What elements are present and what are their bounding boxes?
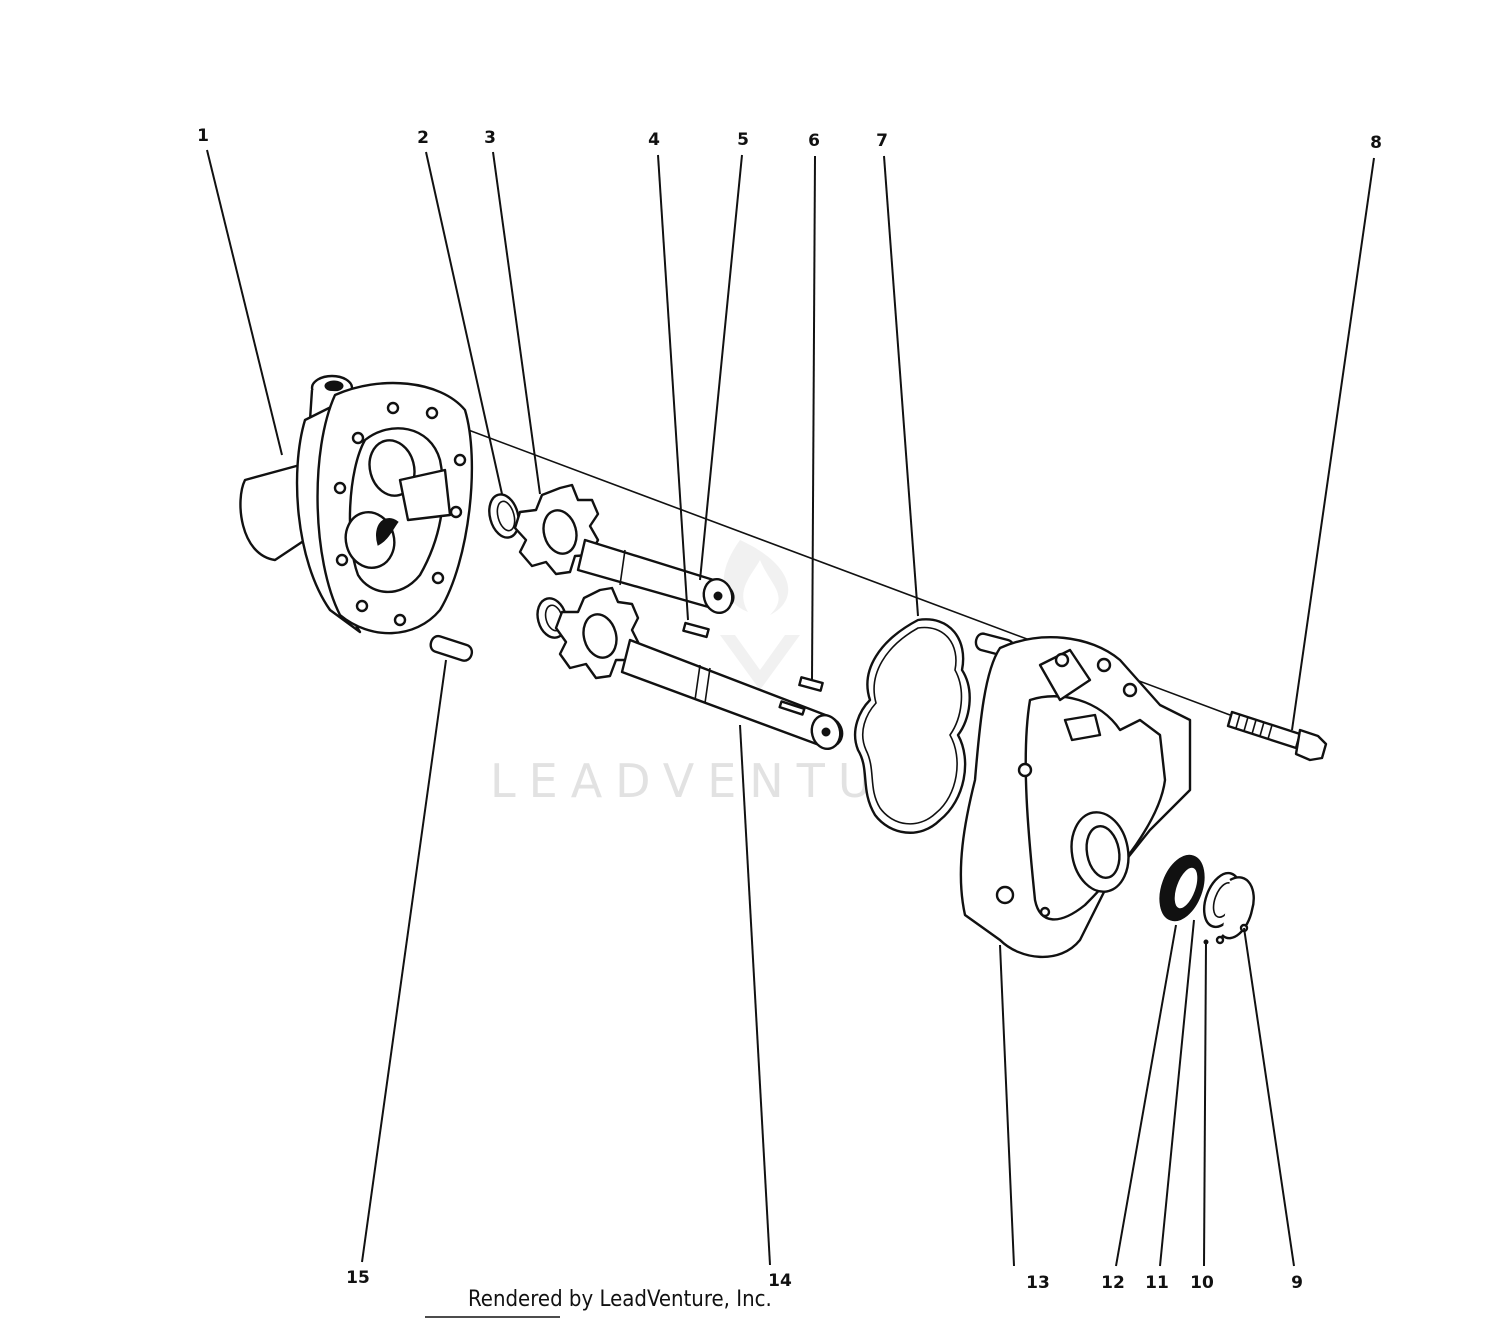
- leader-line-9: [1243, 927, 1295, 1267]
- callout-label-1: 1: [197, 126, 209, 146]
- leader-line-2: [425, 151, 503, 495]
- callout-label-11: 11: [1145, 1273, 1169, 1293]
- shaft-key-upper: [682, 621, 710, 639]
- leader-line-1: [206, 149, 283, 456]
- callout-label-6: 6: [808, 131, 820, 151]
- leader-line-7: [883, 155, 919, 617]
- callout-label-5: 5: [737, 130, 749, 150]
- callout-label-14: 14: [768, 1271, 792, 1291]
- dowel-pin-left: [429, 634, 474, 662]
- leader-line-12: [1115, 924, 1177, 1267]
- leader-line-11: [1159, 919, 1195, 1267]
- leader-line-6: [811, 155, 816, 681]
- drive-shaft-upper: [576, 538, 735, 615]
- callout-label-12: 12: [1101, 1273, 1125, 1293]
- callout-label-3: 3: [484, 128, 496, 148]
- callout-label-10: 10: [1190, 1273, 1214, 1293]
- drive-gear-upper: [513, 483, 600, 576]
- callout-label-15: 15: [346, 1268, 370, 1288]
- housing-gasket: [853, 618, 971, 834]
- callout-label-9: 9: [1291, 1273, 1303, 1293]
- leader-line-13: [999, 944, 1015, 1267]
- idler-gear-lower: [554, 586, 642, 680]
- shaft-key-lower: [798, 676, 824, 692]
- callout-label-8: 8: [1370, 133, 1382, 153]
- housing-bolt: [1226, 710, 1328, 762]
- front-housing: [959, 636, 1192, 959]
- callout-label-2: 2: [417, 128, 429, 148]
- leader-line-10: [1203, 941, 1207, 1267]
- oil-seal: [1159, 854, 1205, 922]
- leader-line-3: [492, 151, 541, 495]
- credit-text: Rendered by LeadVenture, Inc.: [468, 1287, 772, 1312]
- callout-label-4: 4: [648, 130, 660, 150]
- watermark-logo: [720, 540, 800, 690]
- pump-body: [239, 374, 474, 635]
- leader-line-4: [657, 154, 689, 621]
- drive-shaft-lower: [620, 638, 844, 751]
- leader-line-5: [699, 154, 743, 581]
- callout-label-13: 13: [1026, 1273, 1050, 1293]
- leader-line-15: [361, 659, 447, 1263]
- callout-label-7: 7: [876, 131, 888, 151]
- leader-line-14: [739, 724, 771, 1266]
- leader-line-8: [1291, 157, 1375, 731]
